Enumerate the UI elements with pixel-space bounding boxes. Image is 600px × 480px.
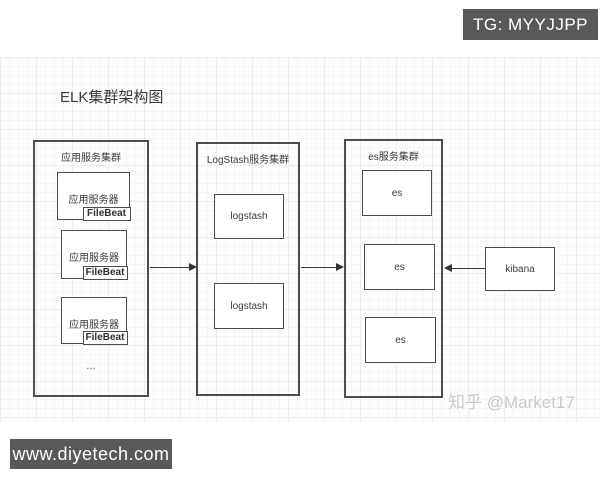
telegram-badge: TG: MYYJJPP [463,9,598,40]
app-server-label: 应用服务器 [68,195,119,206]
filebeat-box: FileBeat [82,206,131,221]
arrowhead-icon [444,264,452,272]
arrow-kibana-to-es [451,268,485,269]
app-cluster-label: 应用服务集群 [61,153,121,164]
kibana-node: kibana [485,247,555,291]
es-cluster-label: es服务集群 [368,152,419,163]
arrowhead-icon [336,263,344,271]
diagram-title: ELK集群架构图 [60,89,164,106]
filebeat-box: FileBeat [82,330,128,345]
app-cluster-box: 应用服务集群 应用服务器 FileBeat 应用服务器 FileBeat 应用服… [33,140,149,397]
app-server-node-2: 应用服务器 FileBeat [61,230,128,280]
zhihu-watermark: 知乎 @Market17 [448,393,575,412]
arrow-app-to-logstash [150,267,190,268]
arrowhead-icon [189,263,197,271]
es-node-3: es [365,317,436,363]
arrow-logstash-to-es [301,267,337,268]
es-node-1: es [362,170,432,216]
app-server-label: 应用服务器 [69,253,119,264]
app-server-node-1: 应用服务器 FileBeat [57,172,131,221]
app-server-node-3: 应用服务器 FileBeat [61,297,128,345]
logstash-node-2: logstash [214,283,284,329]
website-badge: www.diyetech.com [10,439,172,469]
grid-background [0,57,600,422]
es-cluster-box: es服务集群 es es es [344,139,443,398]
filebeat-box: FileBeat [82,265,128,280]
logstash-node-1: logstash [214,194,284,239]
app-server-label: 应用服务器 [69,320,119,331]
more-servers-ellipsis: ... [86,360,96,372]
es-node-2: es [364,244,435,290]
logstash-cluster-box: LogStash服务集群 logstash logstash [196,142,300,396]
logstash-cluster-label: LogStash服务集群 [206,155,290,166]
